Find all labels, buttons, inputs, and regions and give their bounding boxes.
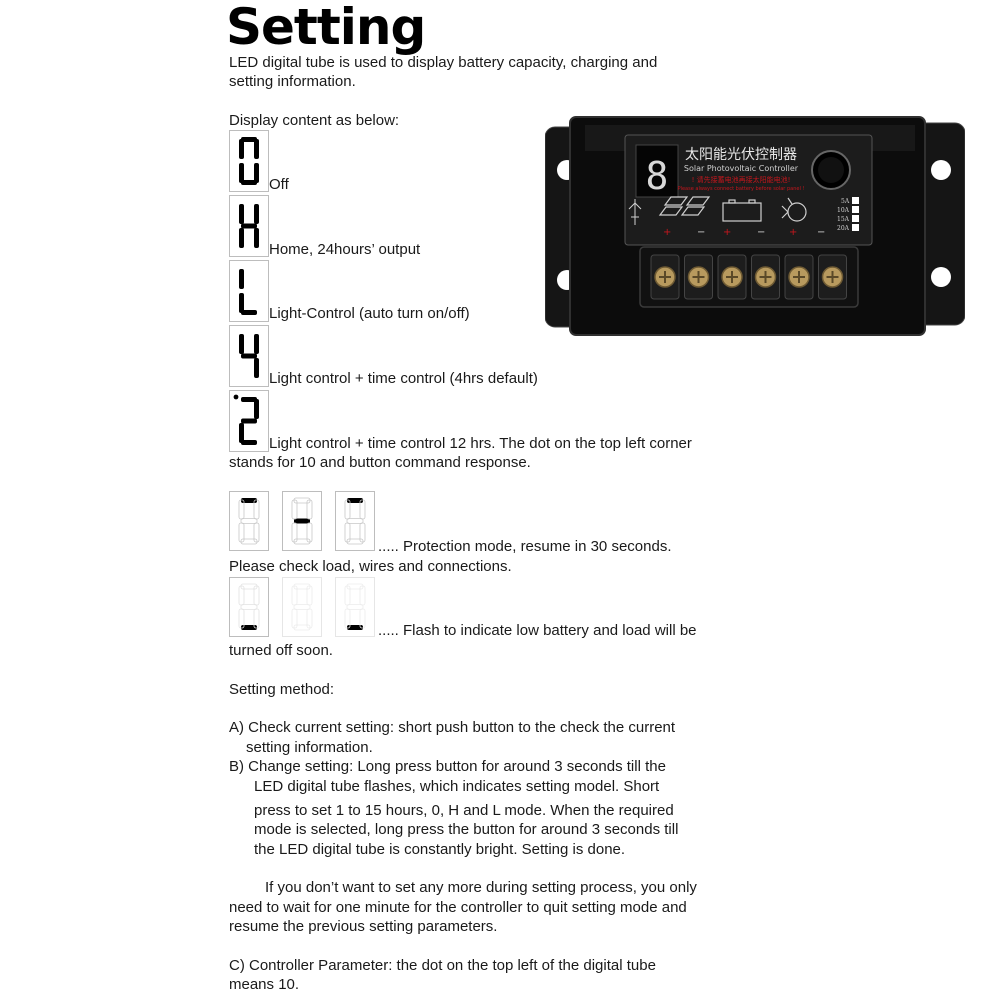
mode-12hrs-label-2: stands for 10 and button command respons… <box>229 454 531 471</box>
digit-2-dot-icon <box>229 390 269 452</box>
note-line-3: resume the previous setting parameters. <box>229 918 498 935</box>
low-battery-text-2: turned off soon. <box>229 642 333 659</box>
low-battery-digit-3-icon <box>335 577 375 637</box>
digit-4-icon <box>229 325 269 387</box>
step-b-line-3: press to set 1 to 15 hours, 0, H and L m… <box>254 802 674 819</box>
protection-digit-3-icon <box>335 491 375 551</box>
mode-home-label: Home, 24hours’ output <box>269 241 421 258</box>
controller-title-cn: 太阳能光伏控制器 <box>685 147 797 163</box>
step-b-line-5: the LED digital tube is constantly brigh… <box>254 841 626 858</box>
step-c-line-1: C) Controller Parameter: the dot on the … <box>229 957 656 974</box>
controller-display-digit: 8 <box>646 154 669 198</box>
note-line-1: If you don’t want to set any more during… <box>265 879 697 896</box>
intro-line-1: LED digital tube is used to display batt… <box>229 54 658 71</box>
step-c-line-2: means 10. <box>229 976 300 993</box>
mode-4hrs-label: Light control + time control (4hrs defau… <box>269 370 538 387</box>
lamp-icon <box>781 197 807 222</box>
protection-digit-2-icon <box>282 491 322 551</box>
controller-warning-en: Please always connect battery before sol… <box>678 186 805 192</box>
load-minus-sign: − <box>817 227 825 238</box>
step-b-line-2: LED digital tube flashes, which indicate… <box>254 778 660 795</box>
rating-20a: 20A <box>837 225 850 232</box>
digit-h-icon <box>229 195 269 257</box>
display-heading: Display content as below: <box>229 112 400 129</box>
battery-plus-sign: + <box>723 227 731 238</box>
rating-15a: 15A <box>837 216 850 223</box>
digit-0-icon <box>229 130 269 192</box>
mode-off-label: Off <box>269 176 289 193</box>
screw-slot <box>793 271 805 283</box>
step-b-line-4: mode is selected, long press the button … <box>254 821 679 838</box>
mode-12hrs-label: Light control + time control 12 hrs. The… <box>269 435 692 452</box>
intro-line-2: setting information. <box>229 73 356 90</box>
solar-panel-icon <box>658 196 711 216</box>
step-a-line-1: A) Check current setting: short push but… <box>229 719 676 736</box>
protection-digit-1-icon <box>229 491 269 551</box>
battery-minus-sign: − <box>757 227 765 238</box>
battery-icon <box>722 199 762 222</box>
sun-tree-icon <box>628 199 642 225</box>
low-battery-text: ..... Flash to indicate low battery and … <box>378 622 697 639</box>
solar-controller-image: 8 太阳能光伏控制器 Solar Photovoltaic Controller… <box>544 115 966 337</box>
low-battery-digit-2-icon <box>282 577 322 637</box>
step-a-line-2: setting information. <box>246 739 373 756</box>
screw-slot <box>659 271 671 283</box>
digit-l-icon <box>229 260 269 322</box>
rating-10a: 10A <box>837 207 850 214</box>
controller-title-en: Solar Photovoltaic Controller <box>684 164 799 173</box>
load-plus-sign: + <box>789 227 797 238</box>
note-line-2: need to wait for one minute for the cont… <box>229 899 687 916</box>
mode-light-control-label: Light-Control (auto turn on/off) <box>269 305 470 322</box>
controller-warning-cn: ! 请先接蓄电池再接太阳能电池! <box>692 175 791 184</box>
low-battery-digit-1-icon <box>229 577 269 637</box>
rating-5a: 5A <box>841 198 850 205</box>
setting-method-heading: Setting method: <box>229 681 335 698</box>
protection-text: ..... Protection mode, resume in 30 seco… <box>378 538 672 555</box>
screw-slot <box>759 271 772 283</box>
solar-plus-sign: + <box>663 227 671 238</box>
screw-slot <box>726 271 738 283</box>
screw-slot <box>692 271 705 283</box>
solar-minus-sign: − <box>697 227 705 238</box>
screw-slot <box>826 271 839 283</box>
protection-text-2: Please check load, wires and connections… <box>229 558 512 575</box>
step-b-line-1: B) Change setting: Long press button for… <box>229 758 666 775</box>
page-title: Setting <box>226 0 426 56</box>
